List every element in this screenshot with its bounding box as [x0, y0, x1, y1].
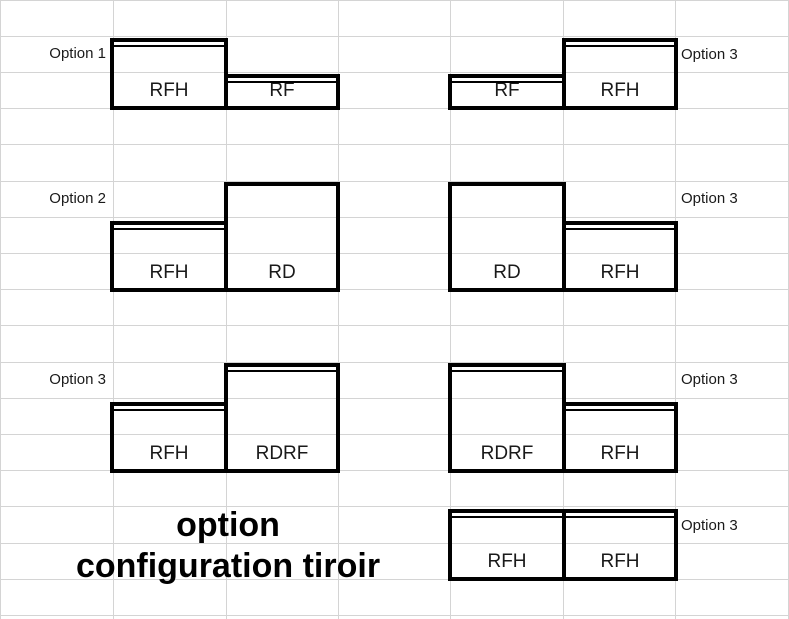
drawer-box-rfh[interactable]: RFH — [110, 402, 228, 473]
drawer-box-rfh[interactable]: RFH — [110, 38, 228, 110]
drawer-box-rfh[interactable]: RFH — [562, 402, 678, 473]
drawer-box-rdrf[interactable]: RDRF — [448, 363, 566, 473]
drawer-box-rdrf[interactable]: RDRF — [224, 363, 340, 473]
gridline-horizontal-12 — [0, 434, 789, 435]
gridline-horizontal-13 — [0, 470, 789, 471]
drawer-box-rfh[interactable]: RFH — [562, 221, 678, 292]
diagram-option1-left: RFH RF — [110, 38, 340, 110]
gridline-horizontal-14 — [0, 506, 789, 507]
page-title: option configuration tiroir — [18, 505, 438, 587]
gridline-horizontal-15 — [0, 543, 789, 544]
drawer-box-label: RF — [269, 80, 295, 101]
gridline-horizontal-1 — [0, 36, 789, 37]
gridline-horizontal-2 — [0, 72, 789, 73]
drawer-box-label: RFH — [600, 443, 640, 464]
drawer-box-label: RD — [493, 262, 521, 283]
option-label-1: Option 1 — [49, 45, 106, 62]
option-label-5: Option 3 — [49, 371, 106, 388]
gridline-vertical-6 — [675, 0, 676, 619]
drawer-box-rfh[interactable]: RFH — [110, 221, 228, 292]
gridline-horizontal-16 — [0, 579, 789, 580]
gridline-horizontal-17 — [0, 615, 789, 616]
option-label-3: Option 2 — [49, 190, 106, 207]
option-label-4: Option 3 — [681, 190, 738, 207]
option-label-7: Option 3 — [681, 517, 738, 534]
gridline-vertical-4 — [450, 0, 451, 619]
option-label-6: Option 3 — [681, 371, 738, 388]
drawer-box-label: RFH — [149, 443, 189, 464]
diagram-option3-row3-right: RDRF RFH — [448, 363, 678, 473]
drawer-box-label: RDRF — [255, 443, 309, 464]
diagram-option3-row4-right: RFH RFH — [448, 509, 678, 581]
gridline-horizontal-9 — [0, 325, 789, 326]
drawer-box-label: RD — [268, 262, 296, 283]
gridline-vertical-1 — [113, 0, 114, 619]
option-label-2: Option 3 — [681, 46, 738, 63]
gridline-horizontal-11 — [0, 398, 789, 399]
drawer-box-rd[interactable]: RD — [448, 182, 566, 292]
diagram-option3-row1-right: RF RFH — [448, 38, 678, 110]
drawer-box-label: RFH — [600, 262, 640, 283]
gridline-horizontal-3 — [0, 108, 789, 109]
drawer-box-label: RFH — [149, 80, 189, 101]
drawer-box-label: RDRF — [480, 443, 534, 464]
gridline-vertical-2 — [226, 0, 227, 619]
diagram-option2-left: RFH RD — [110, 182, 340, 292]
gridline-horizontal-4 — [0, 144, 789, 145]
drawer-box-rf[interactable]: RF — [224, 74, 340, 110]
gridline-horizontal-10 — [0, 362, 789, 363]
gridline-vertical-3 — [338, 0, 339, 619]
drawer-box-rfh[interactable]: RFH — [562, 38, 678, 110]
drawer-box-label: RFH — [149, 262, 189, 283]
drawer-box-rd[interactable]: RD — [224, 182, 340, 292]
drawer-box-rfh[interactable]: RFH — [448, 509, 566, 581]
drawer-box-label: RF — [494, 80, 520, 101]
gridline-horizontal-8 — [0, 289, 789, 290]
drawer-box-rfh[interactable]: RFH — [562, 509, 678, 581]
drawer-box-label: RFH — [600, 80, 640, 101]
gridline-horizontal-6 — [0, 217, 789, 218]
gridline-horizontal-7 — [0, 253, 789, 254]
gridline-vertical-5 — [563, 0, 564, 619]
gridline-horizontal-0 — [0, 0, 789, 1]
drawer-box-rf[interactable]: RF — [448, 74, 566, 110]
page-title-line-2: configuration tiroir — [75, 547, 381, 585]
diagram-option3-row2-right: RD RFH — [448, 182, 678, 292]
gridline-vertical-0 — [0, 0, 1, 619]
page-title-line-1: option — [176, 506, 280, 544]
gridline-horizontal-5 — [0, 181, 789, 182]
drawer-box-label: RFH — [487, 551, 527, 572]
drawer-box-label: RFH — [600, 551, 640, 572]
diagram-option3-row3-left: RFH RDRF — [110, 363, 340, 473]
